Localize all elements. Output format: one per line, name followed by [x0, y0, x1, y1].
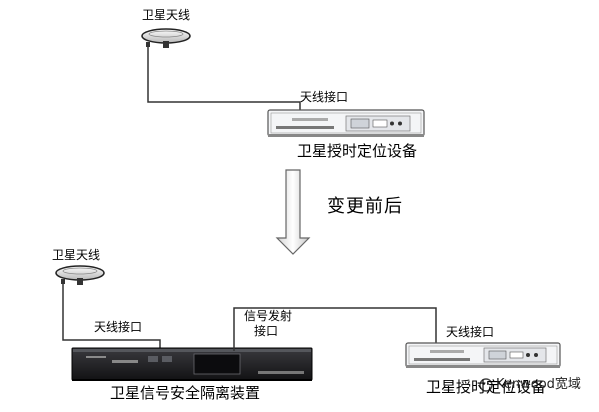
right-device-label: 卫星授时定位设备: [426, 378, 547, 396]
top-device-label: 卫星授时定位设备: [297, 142, 418, 160]
signal-port-label-line1: 信号发射: [244, 309, 293, 323]
isolator-device: [71, 347, 313, 381]
rack-device-icon: [405, 342, 561, 368]
down-arrow-icon: [275, 169, 311, 255]
bottom-port-label: 天线接口: [94, 320, 143, 334]
satellite-antenna-icon: [55, 265, 105, 285]
antenna-cable: [147, 47, 301, 118]
wechat-logo-icon: [479, 378, 493, 392]
bottom-antenna-label: 卫星天线: [52, 248, 101, 262]
top-port-label: 天线接口: [300, 90, 349, 104]
right-port-label: 天线接口: [446, 325, 495, 339]
satellite-antenna-icon: [141, 28, 191, 48]
transition-label: 变更前后: [327, 196, 403, 217]
rack-device-icon: [267, 109, 425, 137]
isolator-label: 卫星信号安全隔离装置: [110, 384, 261, 402]
top-antenna-label: 卫星天线: [142, 8, 191, 22]
signal-cable: [233, 307, 437, 351]
watermark: Kenwood宽域: [496, 377, 581, 392]
antenna-cable: [62, 284, 161, 352]
signal-port-label-line2: 接口: [254, 324, 279, 338]
